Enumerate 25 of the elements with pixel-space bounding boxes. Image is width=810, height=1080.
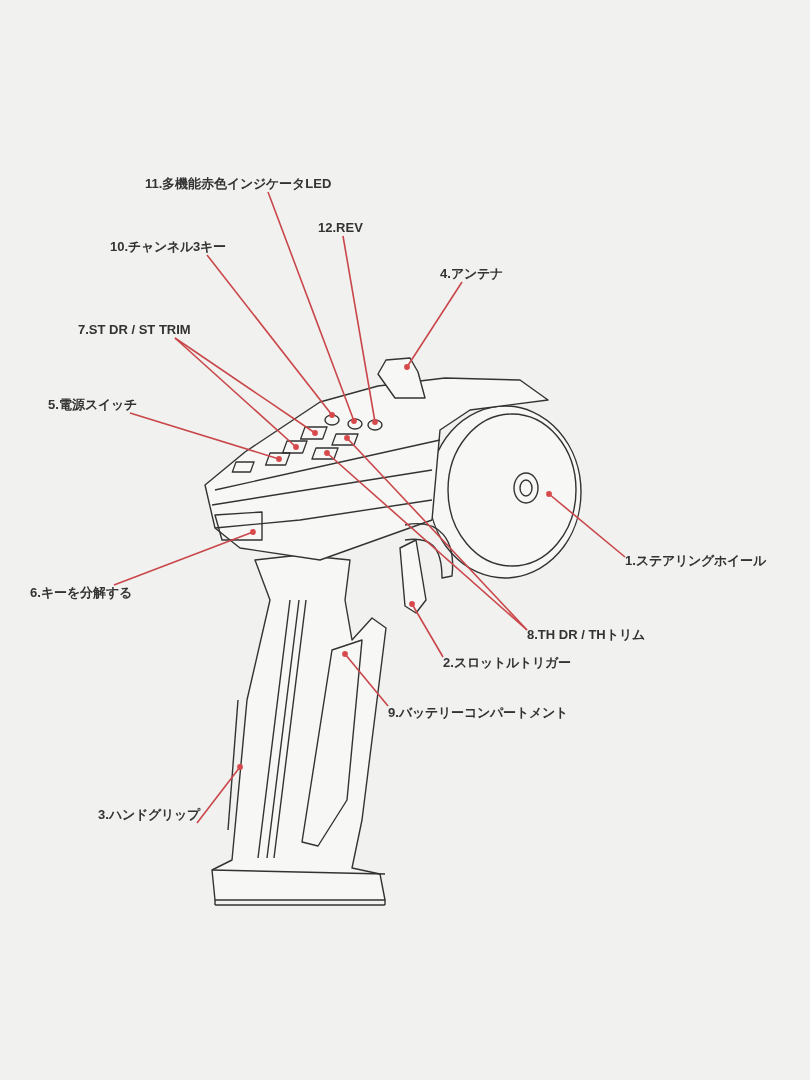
callout-label: 11.多機能赤色インジケータLED [145, 176, 332, 192]
callout-label: 2.スロットルトリガー [443, 655, 571, 671]
callout-label: 6.キーを分解する [30, 585, 132, 601]
leader-line [206, 254, 335, 418]
leader-line [546, 491, 626, 558]
leader-line [196, 764, 243, 824]
callout-label: 1.ステアリングホイール [625, 553, 766, 569]
leader-line [113, 529, 256, 586]
leader-line [324, 450, 528, 631]
leader-line [404, 281, 463, 370]
callout-label: 12.REV [318, 220, 363, 236]
leader-line [174, 337, 299, 450]
leader-line [129, 412, 282, 462]
callout-label: 7.ST DR / ST TRIM [78, 322, 191, 338]
callout-label: 4.アンテナ [440, 266, 503, 282]
callout-label: 8.TH DR / THトリム [527, 627, 645, 643]
callout-label: 9.バッテリーコンパートメント [388, 705, 568, 721]
leader-line [342, 651, 389, 707]
leader-line [267, 191, 357, 424]
callout-label: 3.ハンドグリップ [98, 807, 200, 823]
leader-line [409, 601, 444, 658]
callout-label: 10.チャンネル3キー [110, 239, 227, 255]
leader-line [344, 435, 528, 631]
leader-line [342, 235, 378, 425]
callout-label: 5.電源スイッチ [48, 397, 137, 413]
